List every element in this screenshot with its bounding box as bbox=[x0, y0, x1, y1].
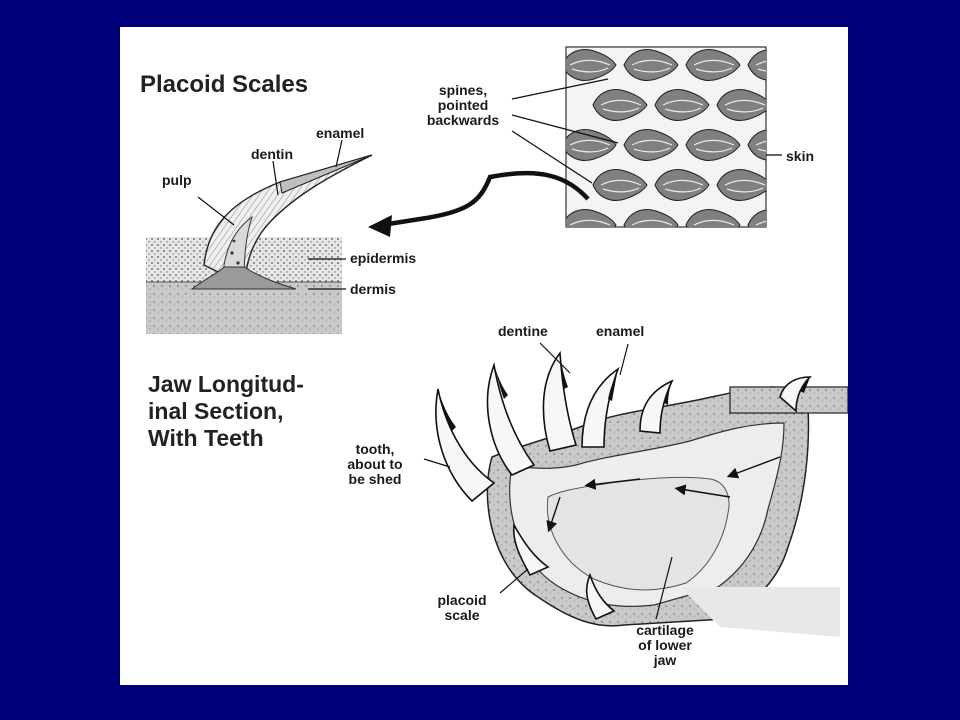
label-pulp: pulp bbox=[162, 172, 192, 188]
label-spines: spines, pointed backwards bbox=[426, 82, 500, 128]
jaw-section-title: Jaw Longitud- inal Section, With Teeth bbox=[148, 371, 304, 451]
label-dentin: dentin bbox=[251, 146, 293, 162]
placoid-scale-shape bbox=[716, 89, 766, 121]
scale-cross-section bbox=[146, 139, 373, 334]
connector-arrowhead bbox=[368, 215, 392, 237]
placoid-scale-shape bbox=[654, 169, 710, 201]
placoid-scales-title: Placoid Scales bbox=[140, 71, 309, 98]
label-enamel-scale: enamel bbox=[316, 125, 365, 141]
label-dermis: dermis bbox=[350, 281, 396, 297]
figure-panel: Placoid Scales Jaw Longitud- inal Sectio… bbox=[120, 27, 848, 685]
illustration bbox=[146, 46, 848, 637]
scale-ridge bbox=[755, 60, 766, 72]
spines-pointer-lines bbox=[511, 78, 782, 184]
label-cartilage: cartilage of lower jaw bbox=[636, 622, 694, 668]
scale-ridge bbox=[600, 179, 642, 193]
placoid-scale-shape bbox=[685, 49, 741, 81]
connector-arrow bbox=[381, 170, 590, 228]
label-tooth-shed: tooth, about to be shed bbox=[347, 441, 403, 487]
label-skin: skin bbox=[786, 148, 815, 164]
scale-ridge bbox=[631, 59, 673, 73]
skin-patch bbox=[565, 46, 767, 228]
scale-ridge bbox=[569, 59, 611, 73]
scale-ridge bbox=[569, 139, 611, 153]
label-epidermis: epidermis bbox=[350, 250, 417, 266]
scale-ridge bbox=[693, 59, 735, 73]
scale-ridge bbox=[569, 219, 611, 226]
label-enamel-jaw: enamel bbox=[596, 323, 645, 339]
scale-ridge bbox=[631, 139, 673, 153]
label-dentine: dentine bbox=[498, 323, 548, 339]
placoid-scale-shape bbox=[592, 89, 648, 121]
scale-ridge bbox=[693, 139, 735, 153]
placoid-scale-shape bbox=[566, 49, 617, 81]
placoid-scale-shape bbox=[716, 169, 766, 201]
placoid-scale-shape bbox=[654, 89, 710, 121]
placoid-scale-shape bbox=[592, 169, 648, 201]
scale-ridge bbox=[693, 219, 735, 226]
scale-ridge bbox=[631, 219, 673, 226]
scale-ridge bbox=[724, 179, 766, 193]
jaw-section bbox=[423, 342, 848, 637]
placoid-scale-shape bbox=[623, 49, 679, 81]
placoid-scale-shape bbox=[685, 129, 741, 161]
scale-ridge bbox=[755, 140, 766, 152]
scale-ridge bbox=[755, 220, 766, 226]
scale-ridge bbox=[662, 179, 704, 193]
placoid-scale-shape bbox=[566, 129, 617, 161]
label-placoid-scale: placoid scale bbox=[437, 592, 487, 623]
scale-ridge bbox=[600, 99, 642, 113]
scale-ridge bbox=[662, 99, 704, 113]
placoid-scale-shape bbox=[623, 129, 679, 161]
scale-ridge bbox=[724, 99, 766, 113]
